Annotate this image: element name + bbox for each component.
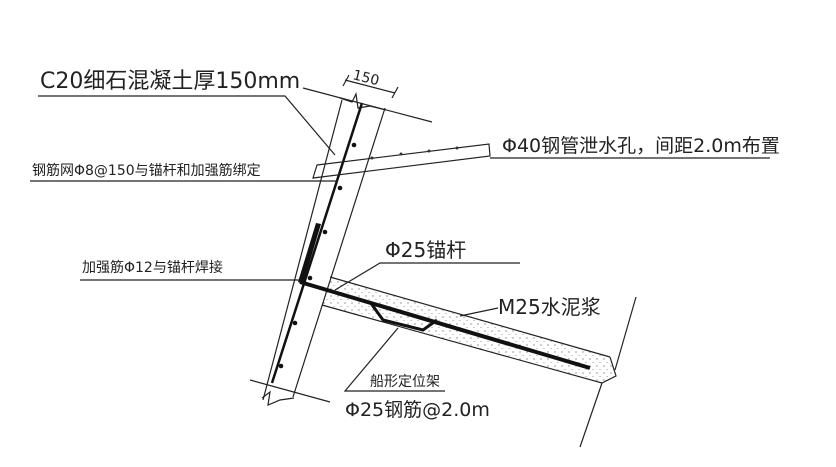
label-anchor: Φ25锚杆 (385, 238, 466, 262)
label-concrete: C20细石混凝土厚150mm (40, 69, 300, 94)
boat-frame (368, 301, 438, 332)
label-mesh: 钢筋网Φ8@150与锚杆和加强筋绑定 (32, 162, 261, 179)
grout-body (321, 276, 637, 448)
concrete-wall (249, 87, 433, 406)
label-frame: 船形定位架 (370, 374, 440, 390)
label-stiffener: 加强筋Φ12与锚杆焊接 (82, 259, 223, 276)
label-drain: Φ40钢管泄水孔，间距2.0m布置 (502, 135, 780, 157)
label-rebar: Φ25钢筋@2.0m (345, 399, 490, 421)
leader-lines (30, 95, 770, 392)
dimension-150: 150 (342, 67, 399, 99)
label-grout: M25水泥浆 (498, 295, 601, 319)
stiffener-bar (298, 223, 321, 284)
anchor-bar (299, 280, 591, 370)
drain-pipe (312, 143, 491, 179)
dimension-label: 150 (351, 67, 381, 89)
mesh-rebar (270, 102, 364, 384)
